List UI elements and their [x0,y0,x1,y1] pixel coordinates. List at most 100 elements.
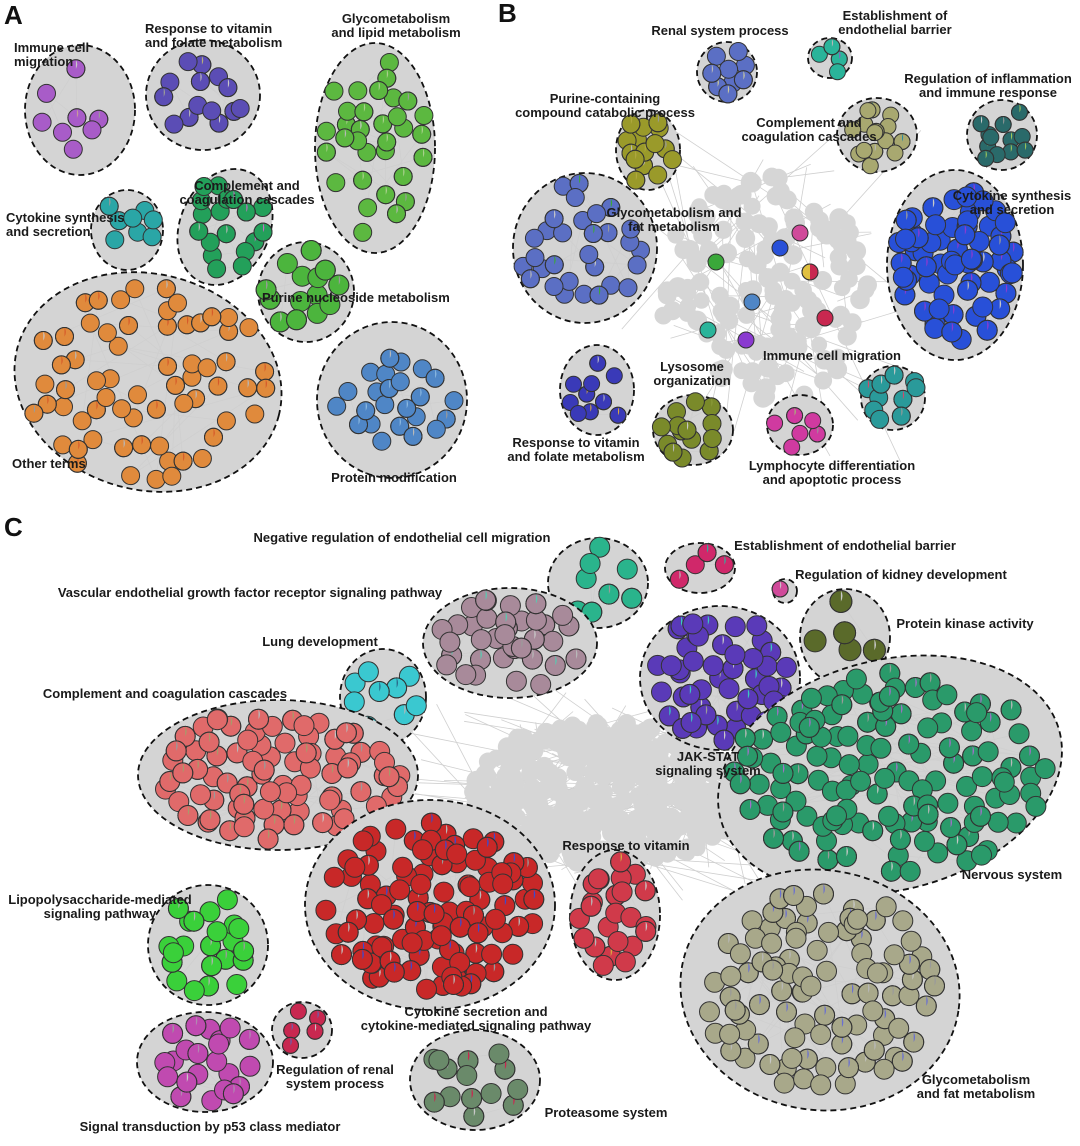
cluster [696,41,758,104]
cluster-label: Renal system process [651,23,788,38]
background-node [674,750,694,770]
cluster-label-line: Protein modification [331,470,457,485]
term-node-slice [187,315,189,325]
term-node [971,844,992,866]
term-node-slice [793,885,795,896]
term-node [925,214,947,236]
term-node [618,278,638,298]
term-node-outline [314,259,336,281]
term-node-outline [216,224,236,244]
edge [130,387,266,476]
term-node-outline [977,149,995,167]
term-node-outline [915,256,937,278]
edge [41,68,77,123]
term-node-outline [729,773,751,795]
background-node [657,285,677,305]
term-node [476,607,498,629]
term-node-slice [867,379,870,389]
term-node [426,419,446,439]
term-node-slice [421,125,423,135]
term-node-slice [449,939,451,950]
term-node-outline [994,116,1012,133]
term-node [455,664,477,686]
term-node-outline [306,1022,324,1040]
term-node [847,908,868,930]
term-node-outline [410,387,430,407]
term-node-outline [903,1031,925,1053]
term-node [412,359,432,379]
term-node-slice [985,150,987,159]
background-node [784,208,804,228]
term-node-outline [786,407,804,425]
term-node [128,385,147,405]
term-node-slice [889,663,892,674]
cluster [314,42,436,254]
term-node-slice [926,996,928,1007]
term-node-slice [172,1023,174,1034]
term-node-slice [98,110,101,120]
cluster-label-line: Lysosome [660,359,724,374]
term-node [392,856,414,878]
term-node-slice [799,841,801,852]
term-node-outline [387,204,406,224]
cluster-label: Nervous system [962,867,1062,882]
term-node-slice [1003,116,1005,125]
term-node-slice [178,898,180,909]
background-node [629,787,648,806]
term-node-slice [163,87,165,97]
term-node [720,965,742,987]
term-node-slice [405,192,407,202]
term-node-outline [771,580,789,598]
term-node-outline [253,759,275,781]
term-node [112,399,132,419]
term-node-slice [679,570,681,580]
background-node [569,827,588,846]
term-node-outline [520,269,540,289]
term-node [850,770,872,792]
term-node-slice [1029,746,1031,757]
term-node [324,81,344,101]
background-node [756,247,774,265]
term-node-outline [525,593,547,615]
term-node-slice [243,794,246,805]
term-node [53,122,72,142]
term-node [481,943,503,965]
term-node [724,616,746,638]
background-node [773,300,790,317]
cluster [717,654,1063,896]
term-node-slice [420,387,422,397]
term-node [573,927,595,949]
term-node-slice [599,286,601,296]
term-node-outline [762,959,784,981]
term-node-slice [389,349,392,359]
term-node [807,769,829,791]
term-node-slice [792,830,794,841]
background-node [647,850,664,867]
term-node-slice [156,400,158,410]
background-node [804,202,824,221]
term-node [741,910,763,932]
background-node [542,763,560,781]
term-node-slice [913,1032,916,1043]
term-node-outline [626,170,646,190]
term-node-outline [443,974,464,995]
term-node-slice [315,1023,317,1032]
term-node-outline [960,248,982,270]
term-node-outline [598,583,620,605]
term-node-slice [197,759,199,770]
term-node [900,930,922,952]
term-node-outline [413,147,433,167]
background-node [523,778,541,796]
term-node-outline [369,81,389,100]
term-node-slice [246,203,248,213]
term-node-slice [987,320,989,331]
cluster [422,587,598,699]
term-node-slice [347,757,350,768]
term-node [293,715,315,737]
cluster-label: Other terms [12,456,86,471]
term-node [651,681,672,703]
background-node [696,782,715,802]
